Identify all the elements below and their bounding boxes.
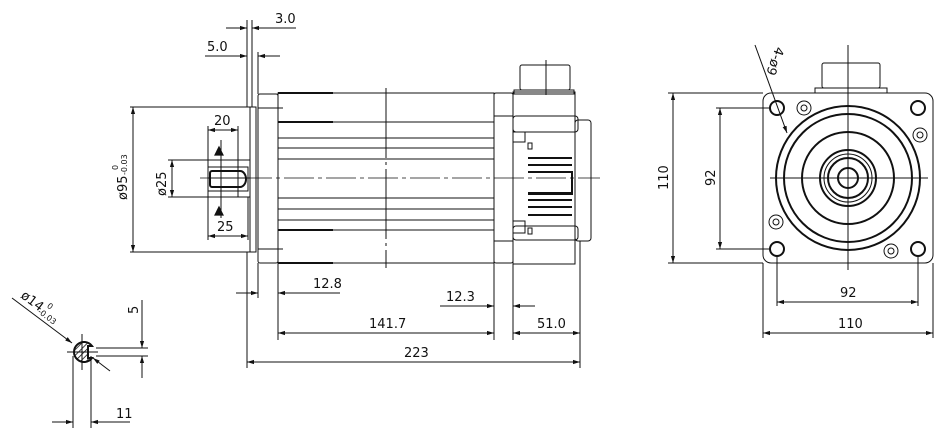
dim-rear-cap: 12.3 bbox=[446, 290, 475, 305]
dim-flange-to-body: 12.8 bbox=[313, 277, 342, 292]
dim-pilot-offset: 5.0 bbox=[207, 40, 228, 55]
dim-shaft-length: 25 bbox=[217, 220, 234, 235]
connector bbox=[821, 62, 881, 89]
flange bbox=[257, 93, 279, 264]
dim-flat-height: 11 bbox=[116, 407, 133, 422]
dim-height: 110 bbox=[657, 165, 672, 190]
dimensions-side: 3.0 5.0 ø95 0 -0.03 ø25 20 25 bbox=[111, 12, 581, 368]
threaded-holes bbox=[768, 100, 928, 259]
pilot-ring bbox=[249, 106, 257, 253]
tol-lower: -0.03 bbox=[36, 307, 58, 327]
dim-key-length: 20 bbox=[214, 114, 231, 129]
encoder-housing bbox=[512, 91, 592, 265]
dimensions-front: 110 92 92 110 bbox=[657, 92, 934, 338]
section-mark: ▲ bbox=[214, 143, 224, 158]
front-view: 4-ø9 110 92 92 110 bbox=[657, 45, 934, 338]
section-mark: ▲ bbox=[214, 203, 224, 218]
dim-encoder-length: 51.0 bbox=[537, 317, 566, 332]
dim-hole-pitch-h: 92 bbox=[840, 286, 857, 301]
connector bbox=[513, 60, 575, 95]
dim-key-depth: 5 bbox=[127, 306, 142, 314]
dim-flange-thickness: 3.0 bbox=[275, 12, 296, 27]
dim-pilot-diameter: ø95 bbox=[116, 176, 131, 201]
shaft-section: ø14 0 -0.03 5 11 bbox=[11, 288, 148, 428]
side-view: ▲ ▲ 3.0 5.0 ø95 0 -0.03 ø25 bbox=[111, 12, 600, 368]
dim-width: 110 bbox=[838, 317, 863, 332]
hole-callout: 4-ø9 bbox=[762, 45, 786, 78]
dim-hole-pitch-v: 92 bbox=[704, 169, 719, 186]
tol-lower: -0.03 bbox=[120, 154, 129, 175]
tol-upper: 0 bbox=[111, 165, 120, 170]
dim-shaft-diameter: ø25 bbox=[155, 172, 170, 197]
dim-body-length: 141.7 bbox=[369, 317, 406, 332]
dim-total-length: 223 bbox=[404, 346, 429, 361]
tol-upper: 0 bbox=[45, 301, 54, 311]
cooling-fins bbox=[278, 92, 494, 264]
shaft bbox=[207, 159, 251, 198]
